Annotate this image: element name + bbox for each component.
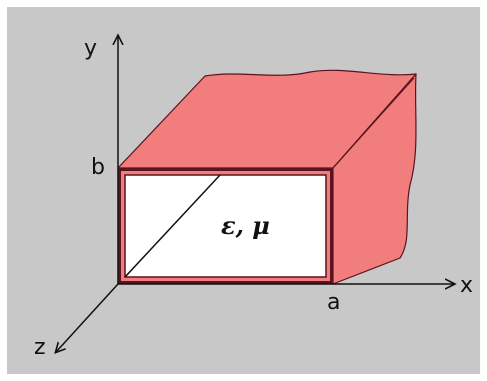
z-axis-label: z bbox=[34, 335, 46, 360]
width-label: a bbox=[327, 290, 340, 315]
cross-section-interior bbox=[124, 174, 327, 278]
waveguide-top-face bbox=[117, 69, 417, 169]
x-axis-label: x bbox=[460, 273, 473, 298]
height-label: b bbox=[91, 155, 105, 180]
waveguide-top-diagonal bbox=[332, 77, 415, 169]
interior-diagonal bbox=[124, 174, 221, 278]
waveguide-side-face bbox=[332, 73, 417, 285]
medium-label: ε, μ bbox=[221, 211, 270, 240]
y-axis-label: y bbox=[84, 36, 97, 61]
z-axis bbox=[56, 283, 119, 352]
